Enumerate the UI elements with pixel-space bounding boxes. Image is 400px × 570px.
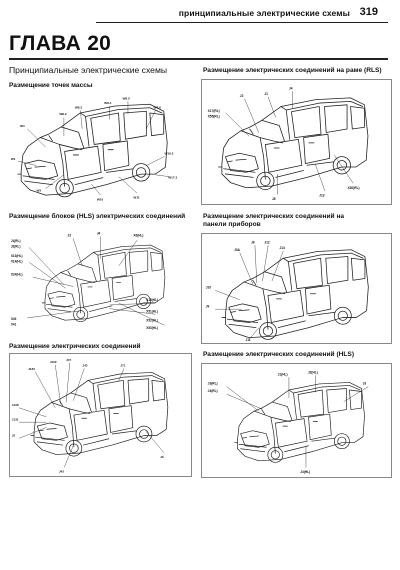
svg-text:X6(HL): X6(HL)	[133, 233, 143, 237]
figure-caption: Размещение блоков (HLS) электрических со…	[9, 213, 186, 220]
chapter-title: ГЛАВА 20	[9, 32, 112, 55]
svg-text:J1: J1	[264, 92, 268, 96]
svg-text:J2: J2	[240, 94, 244, 98]
figure-caption: Размещение электрических соединений на р…	[203, 67, 382, 74]
svg-text:X40: X40	[11, 317, 17, 321]
running-header: принципиальные электрические схемы 319	[0, 0, 400, 28]
section-heading: Принципиальные электрические схемы	[9, 65, 168, 75]
svg-text:J13: J13	[319, 193, 325, 197]
figure-caption: Размещение электрических соединений на п…	[203, 213, 345, 228]
svg-text:W8.4: W8.4	[104, 101, 112, 105]
svg-text:W10: W10	[97, 198, 104, 202]
svg-text:X24(HL): X24(HL)	[11, 272, 23, 276]
svg-text:J43: J43	[82, 364, 87, 368]
svg-text:J1(HL): J1(HL)	[278, 372, 288, 376]
svg-text:J43: J43	[59, 469, 64, 473]
svg-text:W3: W3	[36, 188, 41, 192]
svg-text:W1: W1	[11, 157, 16, 161]
svg-text:J3A: J3A	[234, 248, 241, 252]
svg-text:X30(RL): X30(RL)	[348, 186, 360, 190]
svg-text:J2: J2	[12, 434, 16, 438]
svg-text:X15(HL): X15(HL)	[146, 298, 158, 302]
svg-text:J4(HL): J4(HL)	[300, 470, 310, 474]
page-number: 319	[359, 6, 378, 18]
svg-text:J102: J102	[50, 360, 57, 364]
svg-text:W8.2: W8.2	[59, 112, 67, 116]
svg-text:W8.3: W8.3	[75, 106, 83, 110]
svg-text:J108: J108	[12, 403, 19, 407]
svg-text:X53(HL): X53(HL)	[146, 326, 158, 330]
svg-text:J3: J3	[68, 233, 72, 237]
svg-text:J6: J6	[251, 240, 255, 244]
svg-text:J14: J14	[279, 246, 285, 250]
svg-text:J8: J8	[272, 197, 276, 201]
svg-text:J47: J47	[66, 358, 71, 362]
figure-caption: Размещение электрических соединений	[9, 343, 141, 350]
svg-text:X14(HL): X14(HL)	[11, 259, 23, 263]
svg-text:J2(HL): J2(HL)	[308, 370, 318, 374]
running-header-text: принципиальные электрические схемы	[178, 8, 350, 18]
figure-hls-blocks: J1(RL) J2(RL) X13(HL)X14(HL) X24(HL) J3 J4 X6…	[9, 229, 192, 342]
svg-text:X52(HL): X52(HL)	[146, 319, 158, 323]
svg-text:X41: X41	[11, 322, 17, 326]
svg-text:J120: J120	[28, 367, 35, 371]
svg-text:J11: J11	[245, 338, 250, 342]
svg-text:X51(HL): X51(HL)	[146, 309, 158, 313]
svg-text:W4: W4	[20, 124, 25, 128]
svg-text:J2(RL): J2(RL)	[11, 245, 21, 249]
svg-text:W8.6: W8.6	[154, 106, 162, 110]
svg-text:J3: J3	[363, 382, 367, 386]
svg-text:J3(RL): J3(RL)	[208, 382, 218, 386]
svg-text:J10: J10	[206, 286, 212, 290]
title-rule	[9, 58, 388, 60]
svg-text:J3: J3	[160, 455, 164, 459]
svg-text:X55(RL): X55(RL)	[208, 115, 220, 119]
header-rule	[96, 22, 388, 23]
svg-text:X17(RL): X17(RL)	[208, 109, 220, 113]
figure-caption: Размещение электрических соединений (HLS…	[203, 351, 355, 358]
svg-text:J71: J71	[120, 364, 125, 368]
svg-text:W8.5: W8.5	[122, 96, 130, 100]
svg-text:J4: J4	[97, 232, 101, 236]
svg-text:W11: W11	[133, 196, 139, 200]
svg-text:J131: J131	[12, 417, 19, 421]
svg-text:X13(HL): X13(HL)	[11, 254, 23, 258]
svg-text:J4(RL): J4(RL)	[208, 389, 218, 393]
svg-text:J4: J4	[289, 86, 293, 90]
figure-caption: Размещение точек массы	[9, 82, 93, 89]
svg-text:J1(RL): J1(RL)	[11, 239, 21, 243]
svg-text:J12: J12	[264, 240, 270, 244]
svg-text:J9: J9	[206, 304, 210, 308]
svg-text:W17.3: W17.3	[168, 175, 177, 179]
svg-text:W16.2: W16.2	[165, 152, 174, 156]
